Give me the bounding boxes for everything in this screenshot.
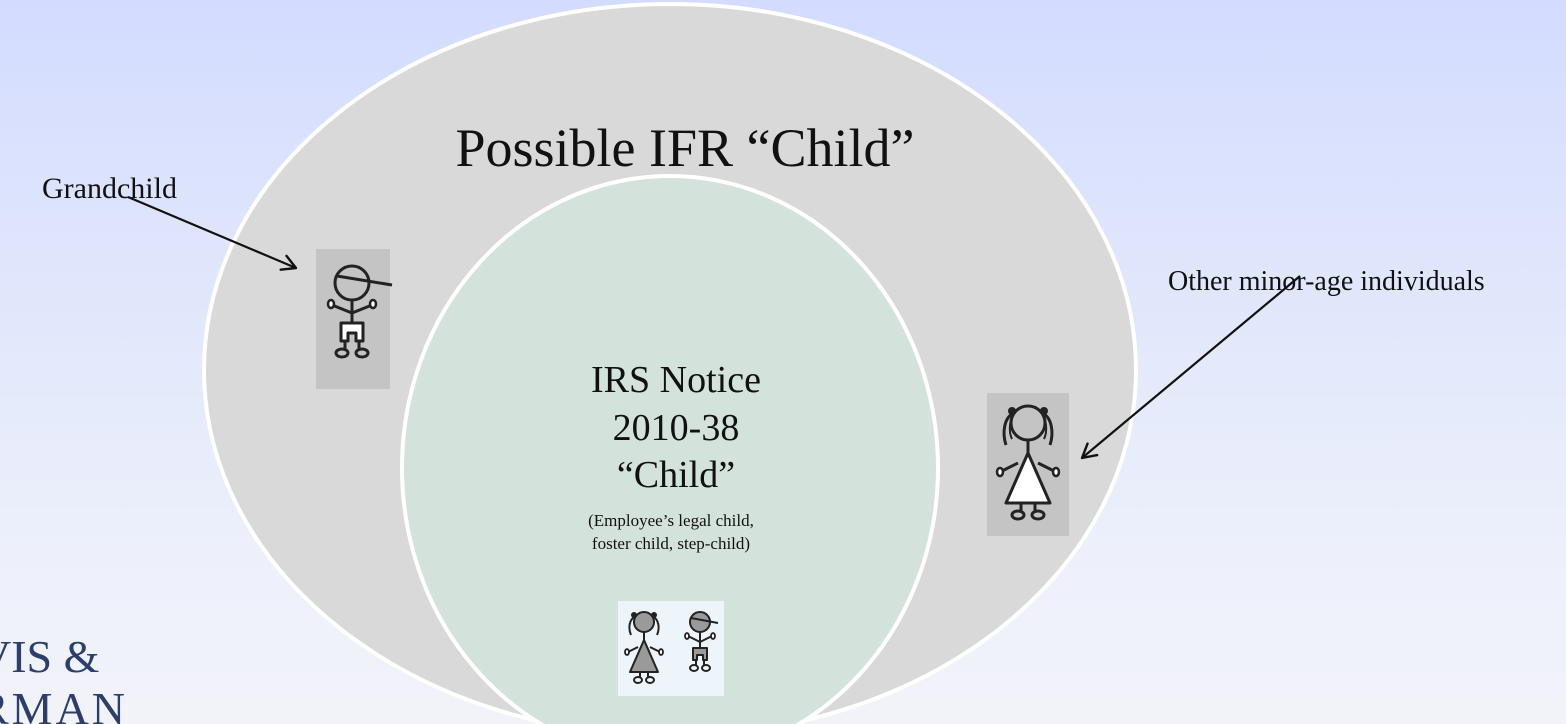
outer-title: Possible IFR “Child”	[455, 118, 914, 178]
firm-logo: VIS & RMAN	[0, 631, 128, 724]
other-minor-arrow	[1080, 275, 1301, 460]
other-minor-figure	[987, 393, 1069, 536]
legal-children-figure	[618, 601, 724, 696]
grandchild-arrow	[127, 195, 298, 271]
inner-title-line-1: IRS Notice	[591, 359, 761, 401]
other-minor-label: Other minor-age individuals	[1168, 266, 1485, 297]
inner-title: IRS Notice 2010-38 “Child”	[591, 359, 761, 496]
logo-line-2: RMAN	[0, 683, 128, 724]
grandchild-figure	[316, 249, 394, 389]
inner-title-line-3: “Child”	[617, 454, 735, 496]
inner-note-line-1: (Employee’s legal child,	[588, 511, 754, 530]
inner-ellipse	[400, 174, 940, 724]
grandchild-label: Grandchild	[42, 172, 177, 205]
inner-note-line-2: foster child, step-child)	[592, 534, 750, 553]
inner-title-line-2: 2010-38	[613, 407, 740, 449]
logo-line-1: VIS &	[0, 631, 99, 682]
inner-note: (Employee’s legal child, foster child, s…	[588, 511, 754, 553]
